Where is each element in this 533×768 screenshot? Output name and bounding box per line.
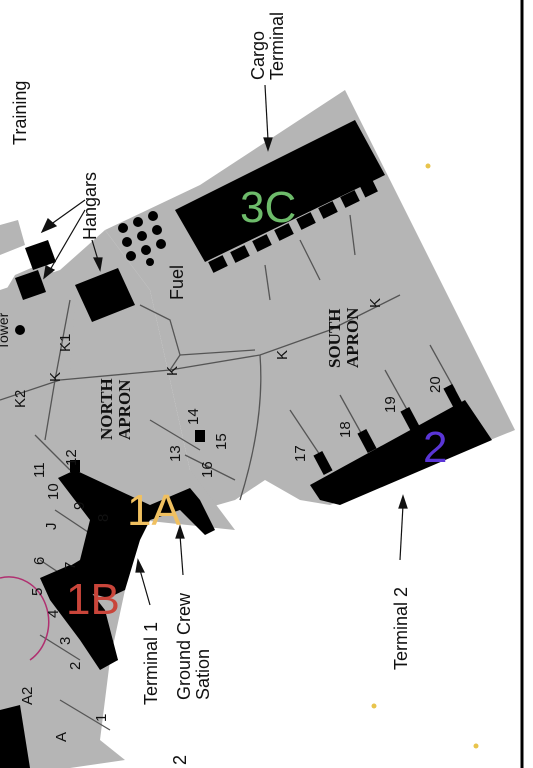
taxi-line-fuel [139, 304, 181, 371]
terminal-2-building [310, 400, 492, 505]
taxiway-lines [0, 214, 456, 731]
south-apron-line: SOUTH [325, 308, 344, 368]
stand-line-1 [59, 699, 111, 731]
gate-2: 2 [67, 662, 84, 670]
cargo-terminal-building [175, 120, 385, 262]
terminal-codes: 3C 1A 1B 2 [66, 183, 447, 624]
gate-16: 16 [199, 461, 216, 478]
terminal-code-3c: 3C [240, 183, 296, 232]
terminal-code-2: 2 [423, 423, 447, 472]
marker-dots [371, 163, 479, 749]
leader-arrows [40, 84, 408, 606]
gate-7: 7 [62, 562, 79, 570]
tower-marker [15, 325, 25, 335]
cargo-terminal-label: CargoTerminal [248, 12, 287, 80]
hangar-small-2 [15, 270, 46, 300]
north-apron-label: NORTHAPRON [97, 378, 134, 440]
gate-3: 3 [57, 637, 74, 645]
taxi-line-ground [179, 349, 256, 356]
stand-line-13 [149, 419, 201, 451]
taxiway-a: A [53, 732, 70, 742]
gate-1: 1 [93, 714, 110, 722]
gate-17: 17 [292, 445, 309, 462]
training-label: Training [10, 81, 30, 145]
gate-12: 12 [63, 449, 80, 466]
ground-crew-line-2: Sation [193, 649, 213, 700]
stand-line-1 [264, 264, 271, 301]
map-labels: CargoTerminal Hangars Training Fuel Towe… [0, 12, 411, 765]
tower-pad [0, 262, 75, 405]
stand-line-16 [184, 454, 236, 481]
gate-20: 20 [427, 376, 444, 393]
stand-line-north [34, 434, 71, 471]
fuel-tanks [118, 211, 166, 266]
tower-label: Tower [0, 312, 11, 350]
stand-line-2 [299, 239, 321, 281]
gate-stub-12 [70, 460, 80, 472]
taxiway-j: J [43, 523, 60, 531]
gate-8: 8 [95, 514, 112, 522]
gate-9: 9 [71, 502, 88, 510]
north-apron-line-2: APRON [115, 379, 134, 440]
taxiway-k2: K2 [12, 390, 29, 408]
gate-13: 13 [167, 445, 184, 462]
terminal-1-label: Terminal 1 [141, 622, 161, 705]
taxiway-a2: A2 [19, 687, 36, 705]
bottom-left-building [0, 705, 30, 768]
ground-crew-line: Ground Crew [174, 592, 194, 700]
taxiway-k-a: K [47, 372, 64, 382]
south-apron-label: SOUTHAPRON [325, 307, 362, 368]
terminal-code-1a: 1A [127, 486, 181, 535]
hangar-small-1 [25, 240, 56, 270]
buildings [0, 120, 492, 768]
label-line-2: Terminal [267, 12, 287, 80]
taxiway-labels: K1 K2 K K K K J A A2 [12, 298, 384, 742]
taxiway-k-d: K [367, 298, 384, 308]
taxi-line-main [0, 294, 401, 401]
gate-stub-14 [195, 430, 205, 442]
taxiway-k-b: K [164, 366, 181, 376]
taxi-line-k1 [44, 299, 71, 441]
upper-left-pad [0, 220, 25, 255]
south-apron-line-2: APRON [343, 307, 362, 368]
gate-15: 15 [213, 433, 230, 450]
terminal-code-1b: 1B [66, 575, 120, 624]
terminal-1a-building [55, 470, 215, 598]
stand-line-17 [289, 409, 321, 456]
taxiway-k-c: K [274, 350, 291, 360]
terminal-2-fingers [313, 383, 463, 476]
runway-circle-arc [0, 576, 50, 661]
north-apron-line: NORTH [97, 378, 116, 440]
stand-line-20 [429, 344, 456, 391]
stand-line-19 [384, 369, 411, 416]
taxiway-k1: K1 [57, 334, 74, 352]
ground-crew-label: Ground CrewSation [174, 592, 213, 700]
cargo-stands [208, 180, 378, 273]
taxi-line-south [239, 354, 262, 501]
gate-6: 6 [31, 557, 48, 565]
hangar-large [75, 268, 135, 322]
gate-14: 14 [185, 408, 202, 425]
gate-11: 11 [31, 462, 48, 478]
hangars-label: Hangars [80, 172, 100, 240]
gate-19: 19 [382, 396, 399, 413]
terminal-1b-finger [85, 630, 118, 668]
gate-5: 5 [29, 588, 46, 596]
gate-numbers: 1 2 3 4 5 6 7 8 9 10 11 12 13 14 15 16 1… [29, 376, 444, 722]
terminal-2-label: Terminal 2 [391, 587, 411, 670]
gate-18: 18 [337, 421, 354, 438]
stand-line-3 [349, 214, 356, 256]
gate-4: 4 [45, 610, 62, 618]
fuel-label: Fuel [167, 265, 187, 300]
bottom-edge-number: 2 [170, 755, 190, 765]
stand-line-3b [39, 634, 81, 661]
gate-10: 10 [45, 483, 62, 500]
